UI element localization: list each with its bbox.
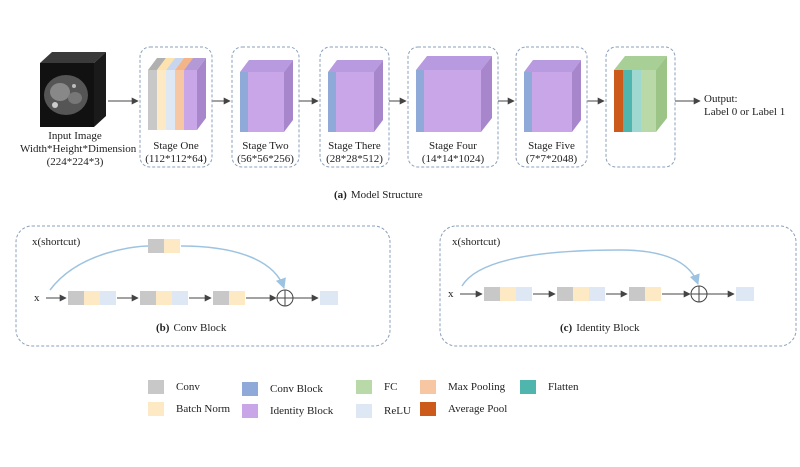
legend-item-conv: Conv xyxy=(148,380,200,394)
stage-one-label: Stage One (112*112*64) xyxy=(140,140,212,166)
input-line2: Width*Height*Dimension xyxy=(20,143,137,155)
stage-five-name: Stage Five xyxy=(528,140,575,152)
legend-swatch-conv-block xyxy=(242,382,258,396)
stage-three-label: Stage There (28*28*512) xyxy=(320,140,389,166)
stage-one-dims: (112*112*64) xyxy=(145,153,207,165)
caption-b-tag: (b) xyxy=(156,322,170,334)
stage-four-name: Stage Four xyxy=(429,140,477,152)
conv-block-panel xyxy=(15,225,391,347)
caption-c: (c)Identity Block xyxy=(560,322,639,334)
legend-label-average-pool: Average Pool xyxy=(448,403,508,415)
output-line1: Output: xyxy=(704,93,738,105)
stage-two-label: Stage Two (56*56*256) xyxy=(232,140,299,166)
legend-swatch-flatten xyxy=(520,380,536,394)
input-image-cube xyxy=(40,52,106,127)
shortcut-label-c: x(shortcut) xyxy=(452,236,501,248)
legend-label-fc: FC xyxy=(384,381,398,393)
caption-b-text: Conv Block xyxy=(173,322,227,334)
stage-five-box xyxy=(515,46,588,168)
conv-block-diagram xyxy=(46,239,338,307)
output-label: Output: Label 0 or Label 1 xyxy=(704,93,785,119)
stage-one-name: Stage One xyxy=(153,140,199,152)
legend-label-flatten: Flatten xyxy=(548,381,579,393)
shortcut-label-b: x(shortcut) xyxy=(32,236,81,248)
legend-item-max-pooling: Max Pooling xyxy=(420,380,505,394)
identity-block-diagram xyxy=(460,249,754,303)
legend-swatch-identity-block xyxy=(242,404,258,418)
legend-item-flatten: Flatten xyxy=(520,380,579,394)
legend-swatch-conv xyxy=(148,380,164,394)
stage-two-box xyxy=(231,46,300,168)
input-x-c: x xyxy=(448,288,454,300)
stage-three-slabs xyxy=(328,60,383,132)
stage-one-box xyxy=(139,46,213,168)
caption-a-text: Model Structure xyxy=(350,189,423,201)
stage-one-slabs xyxy=(148,58,206,130)
legend-item-conv-block: Conv Block xyxy=(242,382,323,396)
legend-item-average-pool: Average Pool xyxy=(420,402,507,416)
caption-a: (a)Model Structure xyxy=(334,189,423,201)
stage-boxes xyxy=(139,46,676,168)
head-slabs xyxy=(614,56,667,132)
legend-label-batch-norm: Batch Norm xyxy=(176,403,231,415)
stage-two-name: Stage Two xyxy=(242,140,289,152)
legend-item-fc: FC xyxy=(356,380,397,394)
legend-item-identity-block: Identity Block xyxy=(242,404,333,418)
identity-block-panel xyxy=(439,225,797,347)
stage-three-dims: (28*28*512) xyxy=(326,153,383,165)
caption-b: (b)Conv Block xyxy=(156,322,226,334)
legend-label-conv: Conv xyxy=(176,381,200,393)
input-line1: Input Image xyxy=(48,130,102,142)
legend-swatch-fc xyxy=(356,380,372,394)
stage-four-slabs xyxy=(416,56,492,132)
legend-swatch-relu xyxy=(356,404,372,418)
output-line2: Label 0 or Label 1 xyxy=(704,106,786,118)
legend-label-max-pooling: Max Pooling xyxy=(448,381,506,393)
legend-swatch-batch-norm xyxy=(148,402,164,416)
stage-two-dims: (56*56*256) xyxy=(237,153,294,165)
legend-item-batch-norm: Batch Norm xyxy=(148,402,230,416)
caption-c-tag: (c) xyxy=(560,322,573,334)
caption-a-tag: (a) xyxy=(334,189,347,201)
input-image-label: Input Image Width*Height*Dimension (224*… xyxy=(20,130,137,169)
legend-swatch-average-pool xyxy=(420,402,436,416)
legend-label-relu: ReLU xyxy=(384,405,411,417)
stage-five-dims: (7*7*2048) xyxy=(525,153,578,165)
legend-label-identity-block: Identity Block xyxy=(270,405,334,417)
legend-item-relu: ReLU xyxy=(356,404,411,418)
legend-swatch-max-pooling xyxy=(420,380,436,394)
caption-c-text: Identity Block xyxy=(576,322,640,334)
stage-four-label: Stage Four (14*14*1024) xyxy=(408,140,498,166)
stage-two-slabs xyxy=(240,60,293,132)
stage-five-slabs xyxy=(524,60,581,132)
stage-four-dims: (14*14*1024) xyxy=(421,153,485,165)
legend-label-conv-block: Conv Block xyxy=(270,383,323,395)
stage-four-box xyxy=(407,46,499,168)
stage-five-label: Stage Five (7*7*2048) xyxy=(516,140,587,166)
stage-three-name: Stage There xyxy=(328,140,381,152)
input-x-b: x xyxy=(34,292,40,304)
input-line3: (224*224*3) xyxy=(46,156,104,168)
